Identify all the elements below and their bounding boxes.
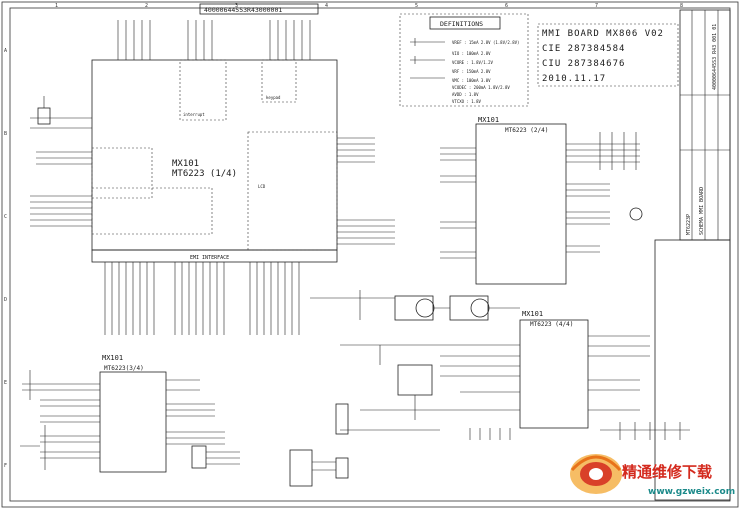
board-info-line3: CIU 287384676 <box>542 59 625 69</box>
border-number: 6 <box>505 3 508 9</box>
definition-line: VTCXO : 1.8V <box>452 99 481 104</box>
chip1-right-pins <box>337 137 395 245</box>
title-company: MT6223P <box>686 214 692 235</box>
pin-group-left <box>91 147 153 199</box>
chip-mt6223-1 <box>91 59 338 251</box>
emi-interface-label: EMI INTERFACE <box>190 255 229 261</box>
chip3-ref: MX101 <box>102 354 123 362</box>
chip2-name: MT6223 (2/4) <box>505 127 548 134</box>
crystal-32k <box>37 107 51 125</box>
title-block: MT6223P SCHEMA MMI BOARD 400006445S3 R43… <box>679 9 731 241</box>
lcd-label: LCD <box>258 184 266 189</box>
keypad-label: keypad <box>266 95 281 100</box>
border-letter: F <box>4 463 7 469</box>
definitions-title: DEFINITIONS <box>440 20 483 28</box>
microphone-component <box>629 207 643 221</box>
border-number: 4 <box>325 3 328 9</box>
border-number: 1 <box>55 3 58 9</box>
chip-mt6223-2 <box>475 123 567 285</box>
watermark-logo <box>570 454 622 494</box>
definitions-title-box <box>429 16 501 30</box>
lcd-group <box>247 131 338 251</box>
border-letter: B <box>4 131 7 137</box>
inner-frame <box>9 7 731 502</box>
definition-line: VIO : 100mA 2.8V <box>452 51 491 56</box>
bottom-right-cap-row <box>600 422 690 440</box>
definition-line: VRF : 150mA 2.8V <box>452 69 491 74</box>
watermark-url: www.gzweix.com <box>648 487 735 497</box>
border-letter: E <box>4 380 7 386</box>
definition-line: AVDD : 1.8V <box>452 92 479 97</box>
border-letters-left: A B C D E F <box>4 48 7 469</box>
title-side-frame <box>654 239 731 501</box>
border-number: 2 <box>145 3 148 9</box>
definition-line: VREF : 15mA 2.8V (1.8V/2.8V) <box>452 40 519 45</box>
chip1-name: MT6223 (1/4) <box>172 169 237 179</box>
border-number: 8 <box>680 3 683 9</box>
definition-line: VCODEC : 200mA 1.8V/2.8V <box>452 85 510 90</box>
title-board: SCHEMA MMI BOARD <box>699 187 705 235</box>
definition-line: VMC : 100mA 3.0V <box>452 78 491 83</box>
border-numbers-top: 1 2 3 4 5 6 7 8 <box>55 3 683 9</box>
interrupt-group <box>179 59 227 121</box>
definitions-lines: VREF : 15mA 2.8V (1.8V/2.8V) VIO : 100mA… <box>452 40 519 104</box>
top-label-box <box>199 3 319 15</box>
definition-symbols <box>410 38 445 79</box>
keypad-group <box>261 59 297 103</box>
chip4-name: MT6223 (4/4) <box>530 321 573 328</box>
bat-group <box>91 187 213 235</box>
connector-j4 <box>191 445 207 469</box>
top-label: 40000644553R43000001 <box>204 6 282 14</box>
border-letter: A <box>4 48 7 54</box>
chip-mt6223-3 <box>99 371 167 473</box>
border-letter: D <box>4 297 7 303</box>
chip1-top-pins <box>117 20 311 60</box>
emi-bus-lines <box>104 262 300 335</box>
ldo-regulators <box>310 290 520 321</box>
definitions-box <box>399 13 529 107</box>
chip4-ref: MX101 <box>522 310 543 318</box>
chip3-pins <box>22 379 225 459</box>
emi-interface-bar <box>91 249 338 263</box>
chip1-ref: MX101 <box>172 159 199 169</box>
watermark-chinese: 精通维修下载 <box>622 463 712 481</box>
connector-j1 <box>335 403 349 435</box>
chip2-pins <box>440 143 640 259</box>
border-number: 5 <box>415 3 418 9</box>
left-bottom-components <box>20 370 46 470</box>
charger-mosfet <box>397 364 433 396</box>
border-number: 3 <box>235 3 238 9</box>
chip2-ref: MX101 <box>478 116 499 124</box>
chip-mt6223-4 <box>519 319 589 429</box>
board-info-line1: MMI BOARD MX806 V02 <box>542 29 664 39</box>
definition-line: VCORE : 1.8V/1.2V <box>452 60 494 65</box>
board-info-box <box>537 23 679 87</box>
border-number: 7 <box>595 3 598 9</box>
title-doc: 400006445S3 R43 001 01 <box>712 24 718 90</box>
interrupt-label: interrupt <box>183 112 205 117</box>
chip1-left-pins <box>30 117 92 227</box>
chip4-pins <box>440 335 650 440</box>
chip3-name: MT6223(3/4) <box>104 365 144 372</box>
connector-j3 <box>289 449 313 487</box>
capacitor-array <box>599 132 637 170</box>
board-info-line2: CIE 287384584 <box>542 44 625 54</box>
border-letter: C <box>4 214 7 220</box>
connector-j2 <box>335 457 349 479</box>
board-info-line4: 2010.11.17 <box>542 74 606 84</box>
